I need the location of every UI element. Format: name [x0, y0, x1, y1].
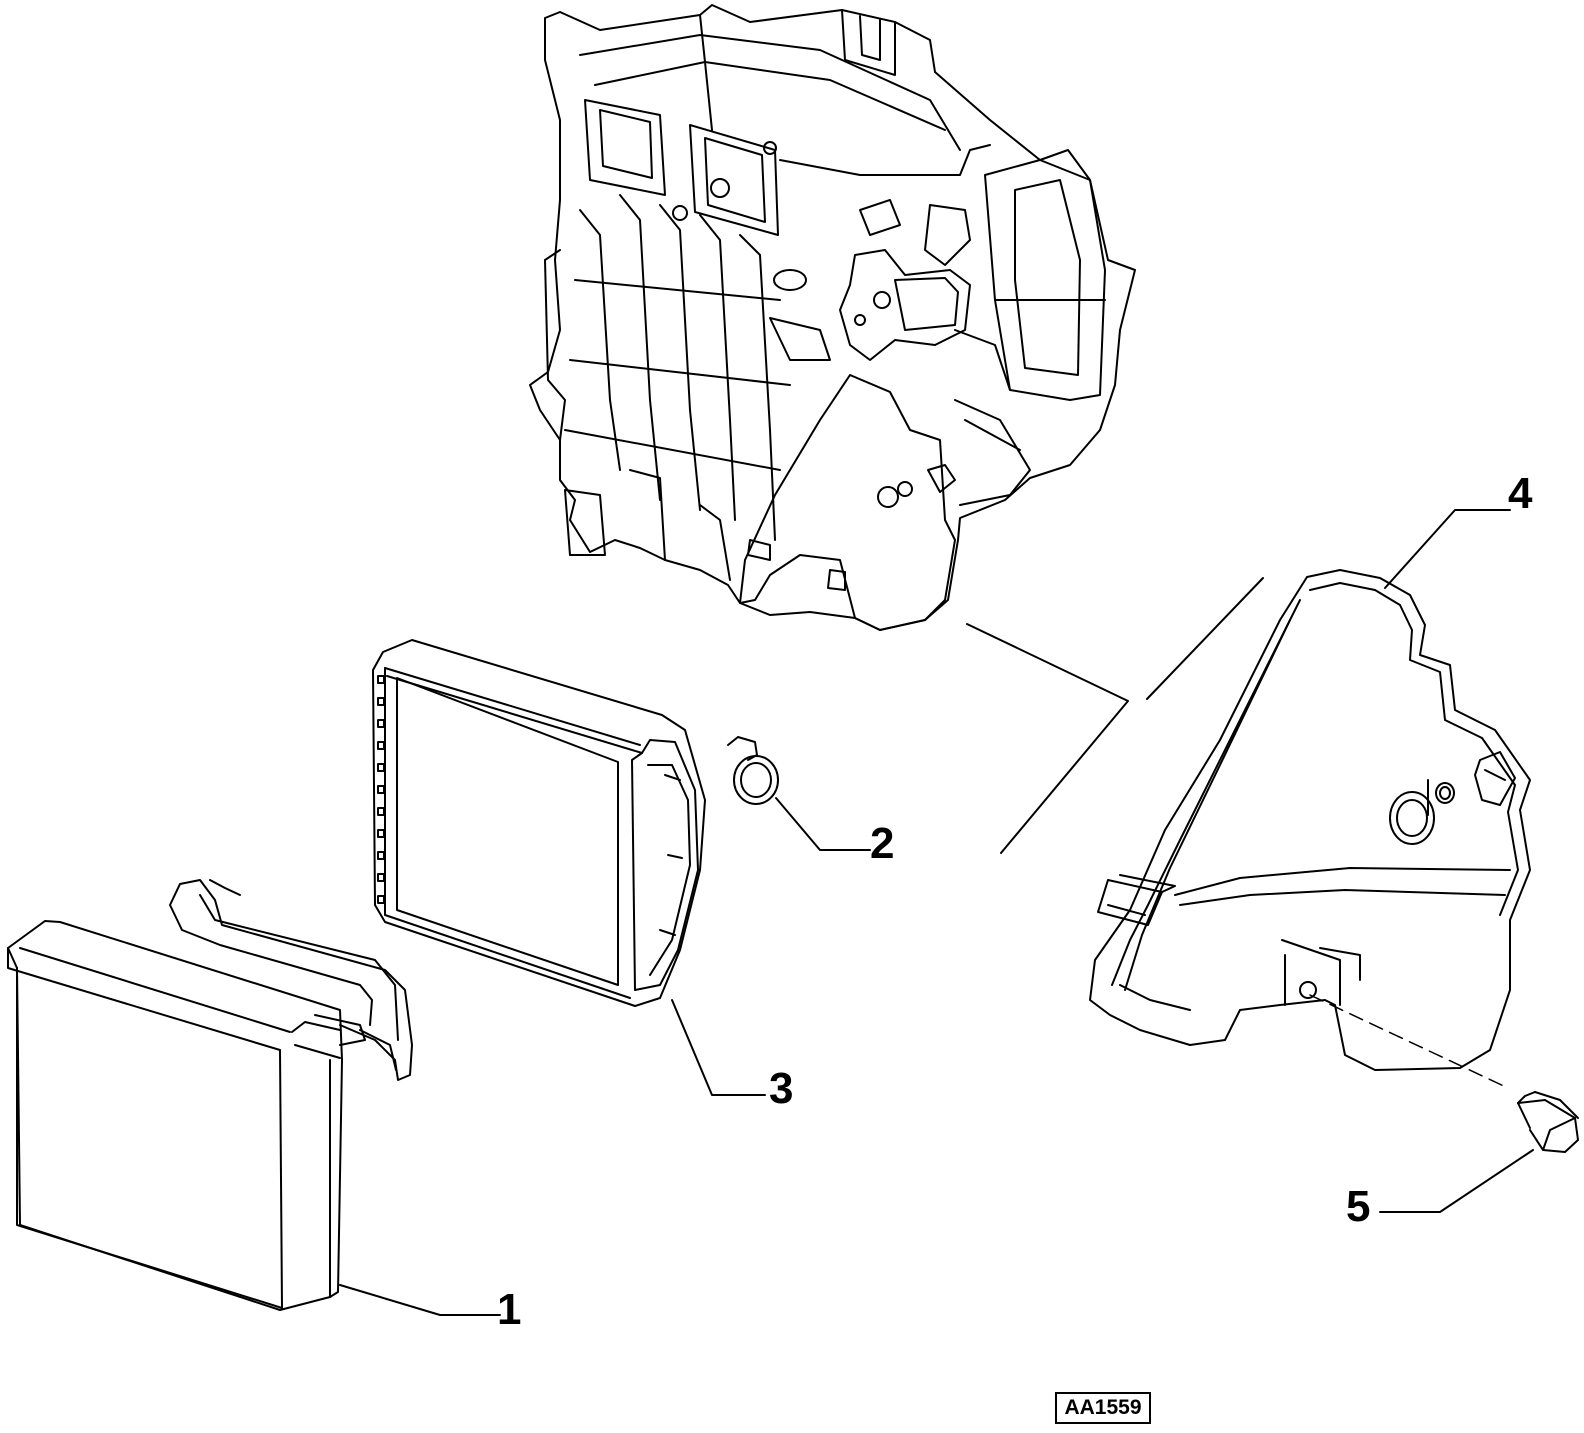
- part-4-side-cover: [1089, 569, 1531, 1071]
- callout-5: 5: [1346, 1182, 1371, 1231]
- leader-5: [1379, 1149, 1534, 1213]
- part-2-clip: [727, 736, 779, 805]
- reference-code-label: AA1559: [1055, 1392, 1151, 1424]
- callout-4: 4: [1508, 469, 1533, 518]
- part-3-heater-core: [372, 639, 706, 1007]
- heater-housing: [529, 4, 1136, 631]
- leader-4: [1384, 509, 1511, 589]
- callout-1: 1: [497, 1285, 522, 1334]
- callout-2: 2: [870, 819, 895, 868]
- leader-1: [339, 1284, 501, 1316]
- callout-3: 3: [769, 1064, 794, 1113]
- leader-housing-to-cover-2: [1146, 577, 1264, 700]
- bolt-axis-line: [1309, 994, 1509, 1089]
- part-1-evaporator: [7, 879, 413, 1311]
- leader-2: [775, 797, 871, 851]
- leader-housing-to-cover: [966, 623, 1129, 854]
- leader-3: [671, 999, 766, 1096]
- part-5-bolt: [1517, 1091, 1579, 1153]
